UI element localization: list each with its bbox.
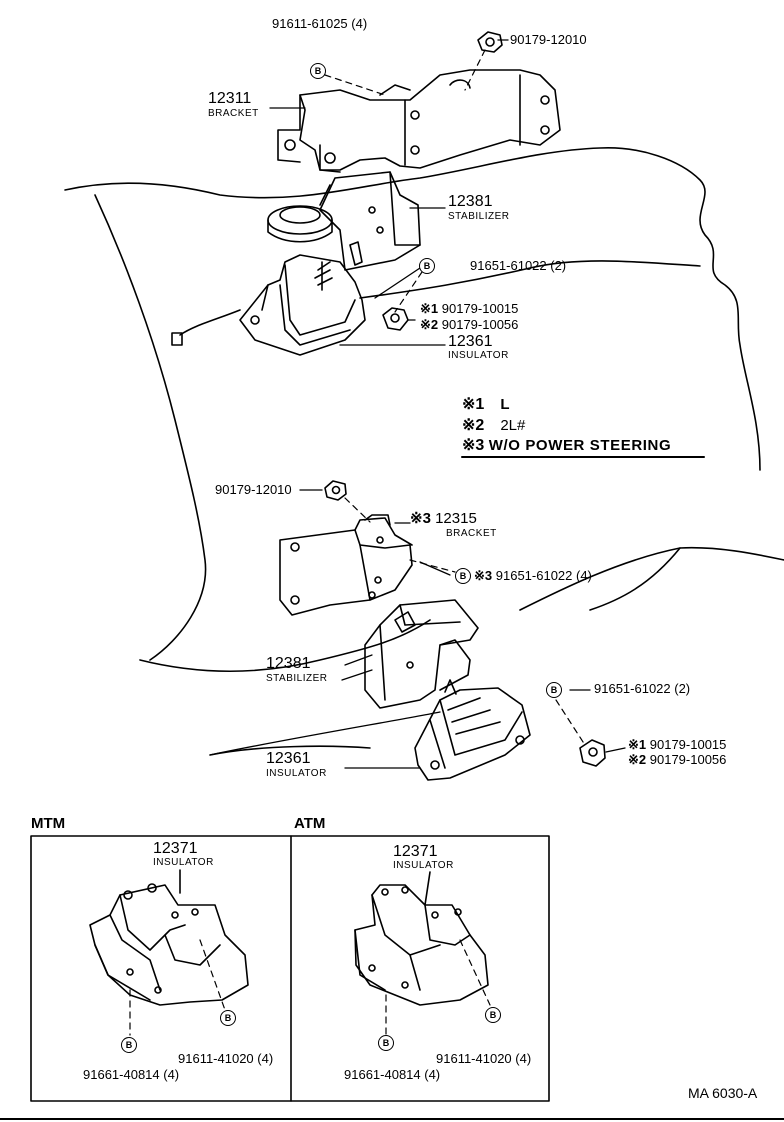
mtm-bolt-a: 91611-41020 (4) [178,1051,274,1066]
label-insulator-num-2: 12361 [266,750,311,767]
label-bracket-name: BRACKET [208,108,259,119]
label-bolt-mid: 91651-61022 (2) [470,258,567,273]
insulator-12361-upper [239,254,366,356]
note-1-mark: ※1 [462,396,485,413]
label-bolt-lower: ※3 91651-61022 (4) [474,569,592,583]
mtm-insulator-num: 12371 [153,840,198,857]
label-stabilizer-name-2: STABILIZER [266,673,328,684]
nut-low [579,739,606,767]
mtm-insulator-12371 [89,869,249,1006]
mark-3-bracket: ※3 [410,510,431,527]
nut-mid-1-text: 90179-10015 [441,301,519,316]
note-3-mark: ※3 [462,437,485,454]
label-nut-mid-2: ※2 90179-10056 [420,318,518,332]
label-nut-mid-1: ※1 90179-10015 [420,302,518,316]
mark-3-bolt: ※3 [474,568,493,583]
nut-low-2-text: 90179-10056 [649,752,727,767]
label-nut-low-1: ※1 90179-10015 [628,738,726,752]
bolt-lower-text: 91651-61022 (4) [495,568,592,583]
label-insulator-name-2: INSULATOR [266,768,327,779]
figure-code: MA 6030-A [688,1085,758,1101]
bolt-b-mtm-a: B [220,1010,236,1026]
bracket2-num-text: 12315 [435,510,477,527]
mark-2-low: ※2 [628,752,647,767]
label-bracket2-num: ※3 12315 [410,510,477,527]
atm-bolt-b: 91661-40814 (4) [344,1067,441,1082]
note-1: ※1 L [462,396,509,414]
atm-insulator-12371 [354,871,489,1006]
note-1-text: L [500,396,510,413]
atm-title: ATM [294,815,326,832]
label-insulator-name-1: INSULATOR [448,350,509,361]
engine-outline-upper [64,147,761,661]
label-nut-low-2: ※2 90179-10056 [628,753,726,767]
note-3: ※3 W/O POWER STEERING [462,437,671,455]
dashed-alignment [324,49,586,746]
label-insulator-num-1: 12361 [448,333,493,350]
mtm-title: MTM [31,815,66,832]
atm-insulator-num: 12371 [393,843,438,860]
bolt-b-atm-a: B [485,1007,501,1023]
mark-1-low: ※1 [628,737,647,752]
atm-bolt-a: 91611-41020 (4) [436,1051,532,1066]
stabilizer-12381-lower [364,599,479,709]
insulator-12361-lower [414,679,531,781]
engine-collar [267,205,333,243]
bracket-12315 [279,514,413,616]
engine-outline-lower [139,546,784,756]
note-2-text: 2L# [500,417,526,434]
bolt-b-mtm-b: B [121,1037,137,1053]
bolt-b-lower: B [455,568,471,584]
label-bolt-lower2: 91651-61022 (2) [594,681,691,696]
bolt-b-lower2: B [546,682,562,698]
mark-2: ※2 [420,317,439,332]
label-nut-top: 90179-12010 [510,32,587,47]
bolt-b-top: B [310,63,326,79]
nut-low-1-text: 90179-10015 [649,737,727,752]
nut-mid-2-text: 90179-10056 [441,317,519,332]
mark-1: ※1 [420,301,439,316]
label-bracket-num: 12311 [208,90,252,107]
nut-lower [324,480,347,501]
note-2-mark: ※2 [462,417,485,434]
atm-insulator-name: INSULATOR [393,860,454,871]
mtm-insulator-name: INSULATOR [153,857,214,868]
label-nut-lower: 90179-12010 [215,482,292,497]
label-bracket2-name: BRACKET [446,528,497,539]
bolt-b-mid: B [419,258,435,274]
label-stabilizer-name-1: STABILIZER [448,211,510,222]
label-bolt-top: 91611-61025 (4) [272,16,368,31]
bottom-boxes [0,835,784,1120]
stabilizer-12381-upper [319,171,421,271]
nut-top [477,31,503,53]
bracket-12311 [277,69,561,173]
note-3-text: W/O POWER STEERING [488,437,672,454]
bolt-b-atm-b: B [378,1035,394,1051]
mtm-bolt-b: 91661-40814 (4) [83,1067,180,1082]
label-stabilizer-num-2: 12381 [266,655,311,672]
note-2: ※2 2L# [462,417,525,435]
label-stabilizer-num-1: 12381 [448,193,493,210]
